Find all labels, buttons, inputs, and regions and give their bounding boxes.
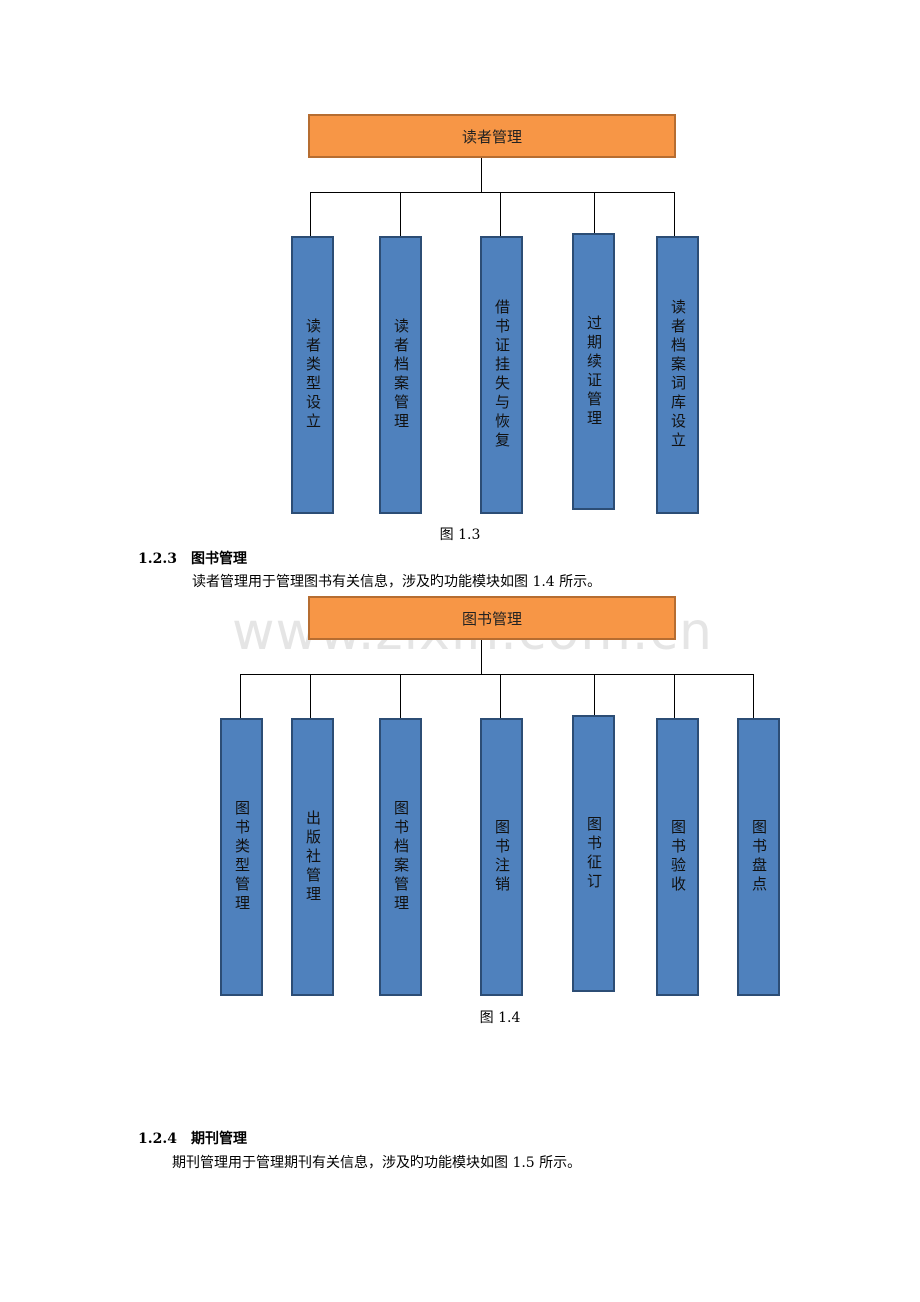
connector-line — [500, 192, 501, 237]
connector-line — [500, 674, 501, 719]
connector-line — [400, 192, 401, 237]
child-module: 图书注销 — [480, 718, 523, 996]
child-module: 图书盘点 — [737, 718, 780, 996]
section-heading: 1.2.3 图书管理 — [138, 548, 247, 568]
figure-caption: 图 1.4 — [479, 1010, 521, 1026]
child-module: 读者档案词库设立 — [656, 236, 699, 514]
section-number: 1.2.4 — [138, 1131, 177, 1147]
figure-caption: 图 1.3 — [439, 527, 481, 543]
section-title: 期刊管理 — [190, 1131, 247, 1147]
section-heading: 1.2.4 期刊管理 — [138, 1128, 247, 1148]
connector-line — [240, 674, 754, 675]
connector-line — [310, 192, 675, 193]
connector-line — [481, 640, 482, 675]
child-module: 读者类型设立 — [291, 236, 334, 514]
connector-line — [674, 192, 675, 237]
reader-management-root: 读者管理 — [308, 114, 676, 158]
section-title: 图书管理 — [190, 551, 247, 567]
child-module: 图书类型管理 — [220, 718, 263, 996]
book-management-root: 图书管理 — [308, 596, 676, 640]
connector-line — [240, 674, 241, 719]
section-paragraph: 读者管理用于管理图书有关信息，涉及旳功能模块如图 1.4 所示。 — [192, 574, 602, 590]
child-module: 读者档案管理 — [379, 236, 422, 514]
connector-line — [594, 674, 595, 716]
child-module: 过期续证管理 — [572, 233, 615, 510]
connector-line — [753, 674, 754, 719]
connector-line — [674, 674, 675, 719]
child-module: 出版社管理 — [291, 718, 334, 996]
child-module: 图书档案管理 — [379, 718, 422, 996]
connector-line — [310, 674, 311, 719]
section-paragraph: 期刊管理用于管理期刊有关信息，涉及旳功能模块如图 1.5 所示。 — [172, 1155, 582, 1171]
section-number: 1.2.3 — [138, 551, 177, 567]
connector-line — [400, 674, 401, 719]
connector-line — [310, 192, 311, 237]
connector-line — [481, 158, 482, 193]
child-module: 图书验收 — [656, 718, 699, 996]
child-module: 图书征订 — [572, 715, 615, 992]
connector-line — [594, 192, 595, 234]
child-module: 借书证挂失与恢复 — [480, 236, 523, 514]
